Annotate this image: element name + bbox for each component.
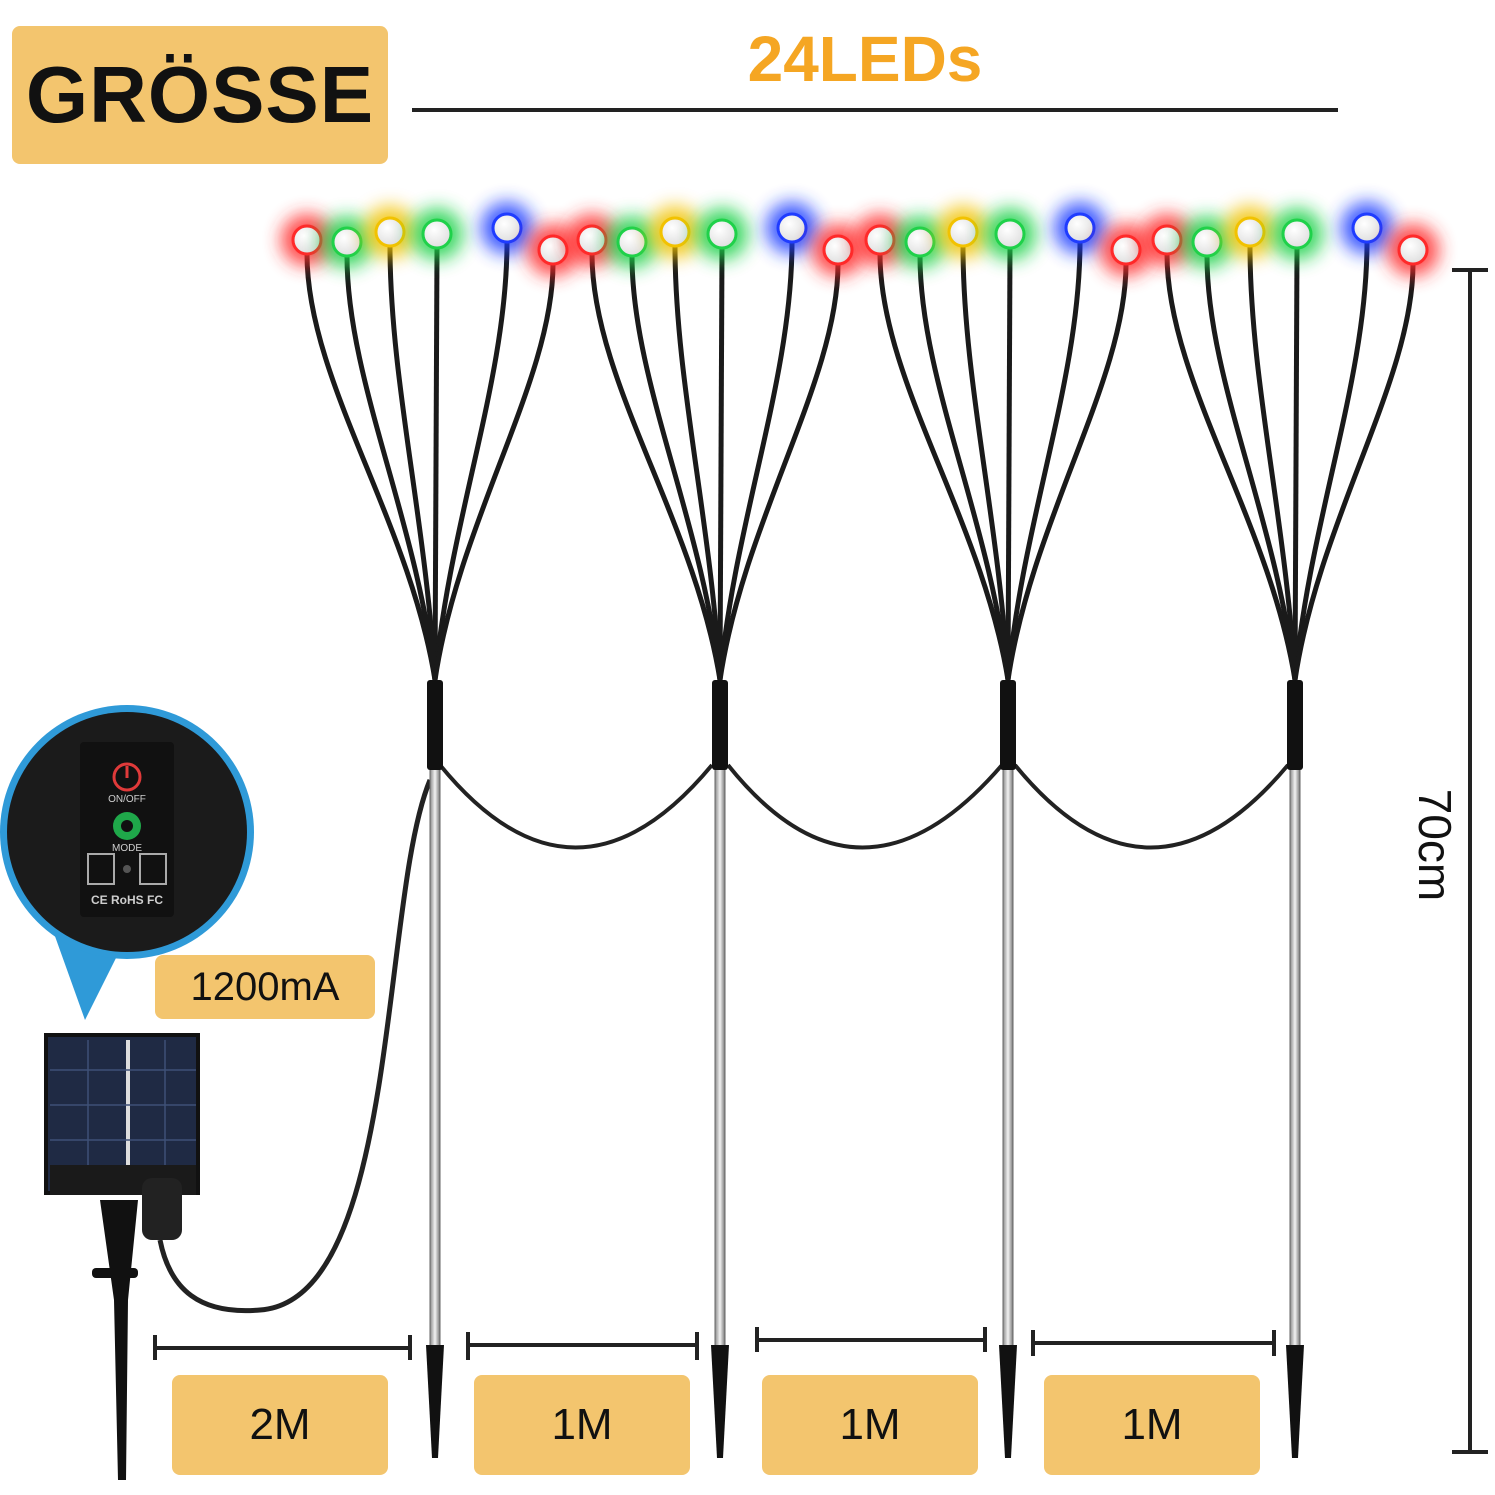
led-bulb bbox=[421, 218, 453, 250]
height-label: 70cm bbox=[1409, 788, 1461, 902]
distance-badge: 1M bbox=[474, 1375, 690, 1475]
title-badge: GRÖSSE bbox=[12, 26, 388, 164]
led-bulb bbox=[706, 218, 738, 250]
led-bulb bbox=[1110, 234, 1142, 266]
distance-text: 1M bbox=[551, 1400, 613, 1449]
led-bulb bbox=[1397, 234, 1429, 266]
led-bulb bbox=[947, 216, 979, 248]
led-bulb bbox=[1151, 224, 1183, 256]
led-bulb bbox=[864, 224, 896, 256]
power-icon bbox=[112, 762, 142, 792]
controller-zoom bbox=[0, 705, 254, 1020]
battery-badge: 1200mA bbox=[155, 955, 375, 1019]
led-bulb bbox=[491, 212, 523, 244]
led-bulb bbox=[291, 224, 323, 256]
light-stake bbox=[1141, 202, 1439, 1458]
light-stake bbox=[566, 202, 864, 1458]
led-bulb bbox=[904, 226, 936, 258]
led-bulb bbox=[1234, 216, 1266, 248]
solar-panel bbox=[44, 1033, 200, 1480]
led-bulb bbox=[659, 216, 691, 248]
led-bulb bbox=[616, 226, 648, 258]
height-dimension bbox=[1452, 268, 1488, 1454]
led-bulb bbox=[822, 234, 854, 266]
distance-badge: 2M bbox=[172, 1375, 388, 1475]
led-bulb bbox=[1281, 218, 1313, 250]
distance-text: 2M bbox=[249, 1400, 311, 1449]
battery-text: 1200mA bbox=[190, 964, 340, 1009]
mode-label: MODE bbox=[112, 843, 142, 854]
connecting-cables bbox=[157, 763, 1290, 1314]
led-bulb bbox=[1064, 212, 1096, 244]
light-stake bbox=[281, 202, 579, 1458]
distance-dimensions bbox=[153, 1327, 1276, 1360]
title-text: GRÖSSE bbox=[25, 50, 375, 139]
light-stake bbox=[854, 202, 1152, 1458]
led-bulb bbox=[374, 216, 406, 248]
distance-text: 1M bbox=[1121, 1400, 1183, 1449]
distance-text: 1M bbox=[839, 1400, 901, 1449]
cert-label: CE RoHS FC bbox=[91, 893, 163, 907]
led-bulb bbox=[576, 224, 608, 256]
led-bulb bbox=[776, 212, 808, 244]
led-bulb bbox=[537, 234, 569, 266]
led-count-title: 24LEDs bbox=[747, 23, 983, 95]
led-bulb bbox=[331, 226, 363, 258]
led-bulb bbox=[1191, 226, 1223, 258]
distance-badge: 1M bbox=[1044, 1375, 1260, 1475]
light-stakes bbox=[281, 202, 1439, 1458]
distance-badge: 1M bbox=[762, 1375, 978, 1475]
led-bulb bbox=[1351, 212, 1383, 244]
led-bulb bbox=[994, 218, 1026, 250]
power-label: ON/OFF bbox=[108, 794, 146, 805]
